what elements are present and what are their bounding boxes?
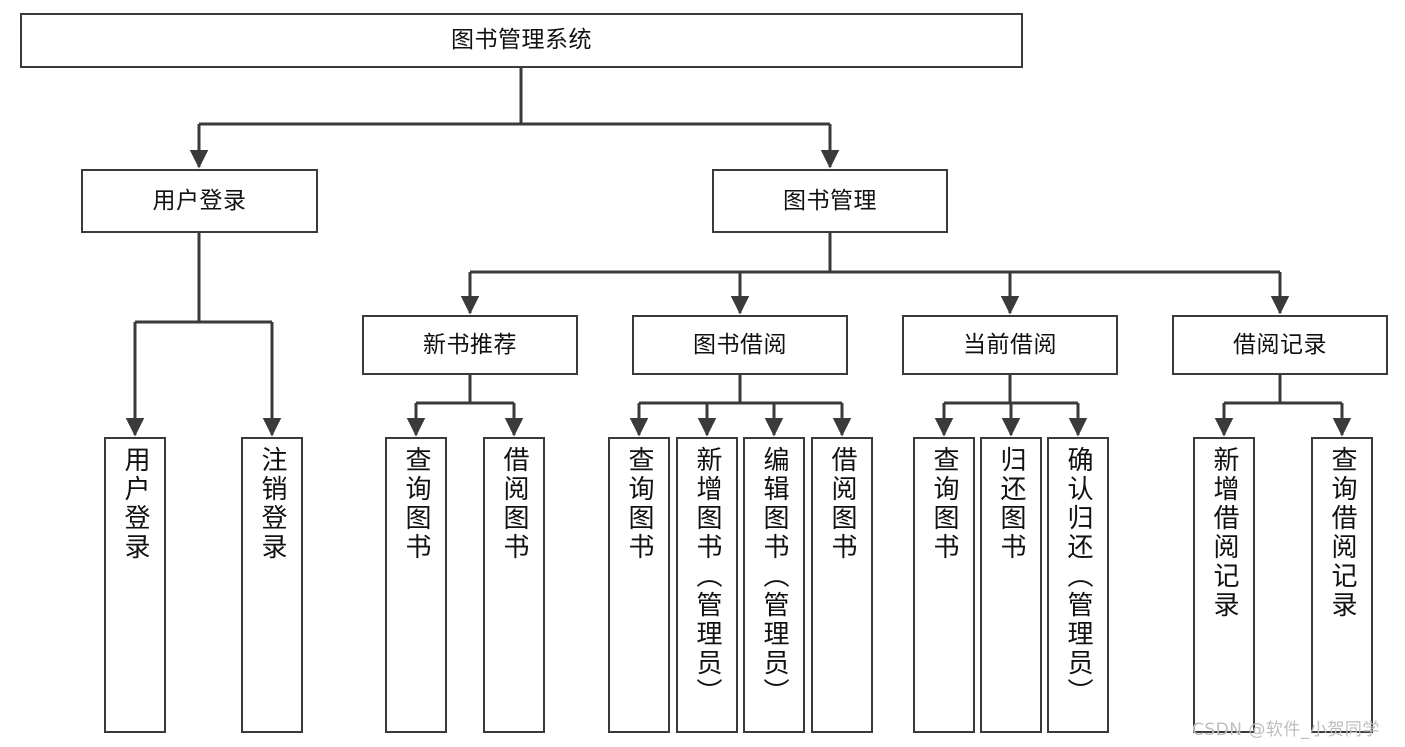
node-current-borrow[interactable]: 当前借阅	[902, 315, 1118, 375]
node-new-book-rec-label: 新书推荐	[423, 331, 517, 358]
node-current-borrow-label: 当前借阅	[963, 331, 1057, 358]
node-leaf-query-book-2-label: 查询图书	[624, 446, 654, 562]
node-root-label: 图书管理系统	[451, 27, 592, 54]
node-leaf-logout-label: 注销登录	[257, 446, 287, 562]
node-user-login[interactable]: 用户登录	[81, 169, 318, 233]
node-leaf-add-book[interactable]: 新增图书（管理员）	[676, 437, 738, 733]
node-leaf-borrow-book-1[interactable]: 借阅图书	[483, 437, 545, 733]
node-leaf-edit-book[interactable]: 编辑图书（管理员）	[743, 437, 805, 733]
node-leaf-user-login-label: 用户登录	[120, 446, 150, 562]
node-leaf-query-book-3-label: 查询图书	[929, 446, 959, 562]
node-leaf-query-book-2[interactable]: 查询图书	[608, 437, 670, 733]
node-user-login-label: 用户登录	[152, 187, 247, 214]
node-leaf-confirm-return-label: 确认归还（管理员）	[1063, 446, 1093, 707]
node-leaf-borrow-book-2-label: 借阅图书	[827, 446, 857, 562]
node-leaf-query-record-label: 查询借阅记录	[1327, 446, 1357, 620]
node-leaf-user-login[interactable]: 用户登录	[104, 437, 166, 733]
node-book-manage-label: 图书管理	[783, 187, 877, 214]
node-leaf-borrow-book-2[interactable]: 借阅图书	[811, 437, 873, 733]
node-leaf-logout[interactable]: 注销登录	[241, 437, 303, 733]
node-leaf-add-record[interactable]: 新增借阅记录	[1193, 437, 1255, 733]
node-leaf-edit-book-label: 编辑图书（管理员）	[759, 446, 789, 707]
node-leaf-confirm-return[interactable]: 确认归还（管理员）	[1047, 437, 1109, 733]
node-leaf-add-record-label: 新增借阅记录	[1209, 446, 1239, 620]
node-book-manage[interactable]: 图书管理	[712, 169, 948, 233]
node-leaf-return-book-label: 归还图书	[996, 446, 1026, 562]
node-leaf-query-book-3[interactable]: 查询图书	[913, 437, 975, 733]
node-leaf-query-book-1-label: 查询图书	[401, 446, 431, 562]
node-book-borrow[interactable]: 图书借阅	[632, 315, 848, 375]
node-root[interactable]: 图书管理系统	[20, 13, 1023, 68]
node-borrow-record-label: 借阅记录	[1233, 331, 1327, 358]
node-leaf-add-book-label: 新增图书（管理员）	[692, 446, 722, 707]
node-new-book-rec[interactable]: 新书推荐	[362, 315, 578, 375]
node-leaf-query-record[interactable]: 查询借阅记录	[1311, 437, 1373, 733]
node-leaf-query-book-1[interactable]: 查询图书	[385, 437, 447, 733]
node-borrow-record[interactable]: 借阅记录	[1172, 315, 1388, 375]
node-leaf-borrow-book-1-label: 借阅图书	[499, 446, 529, 562]
node-leaf-return-book[interactable]: 归还图书	[980, 437, 1042, 733]
node-book-borrow-label: 图书借阅	[693, 331, 787, 358]
